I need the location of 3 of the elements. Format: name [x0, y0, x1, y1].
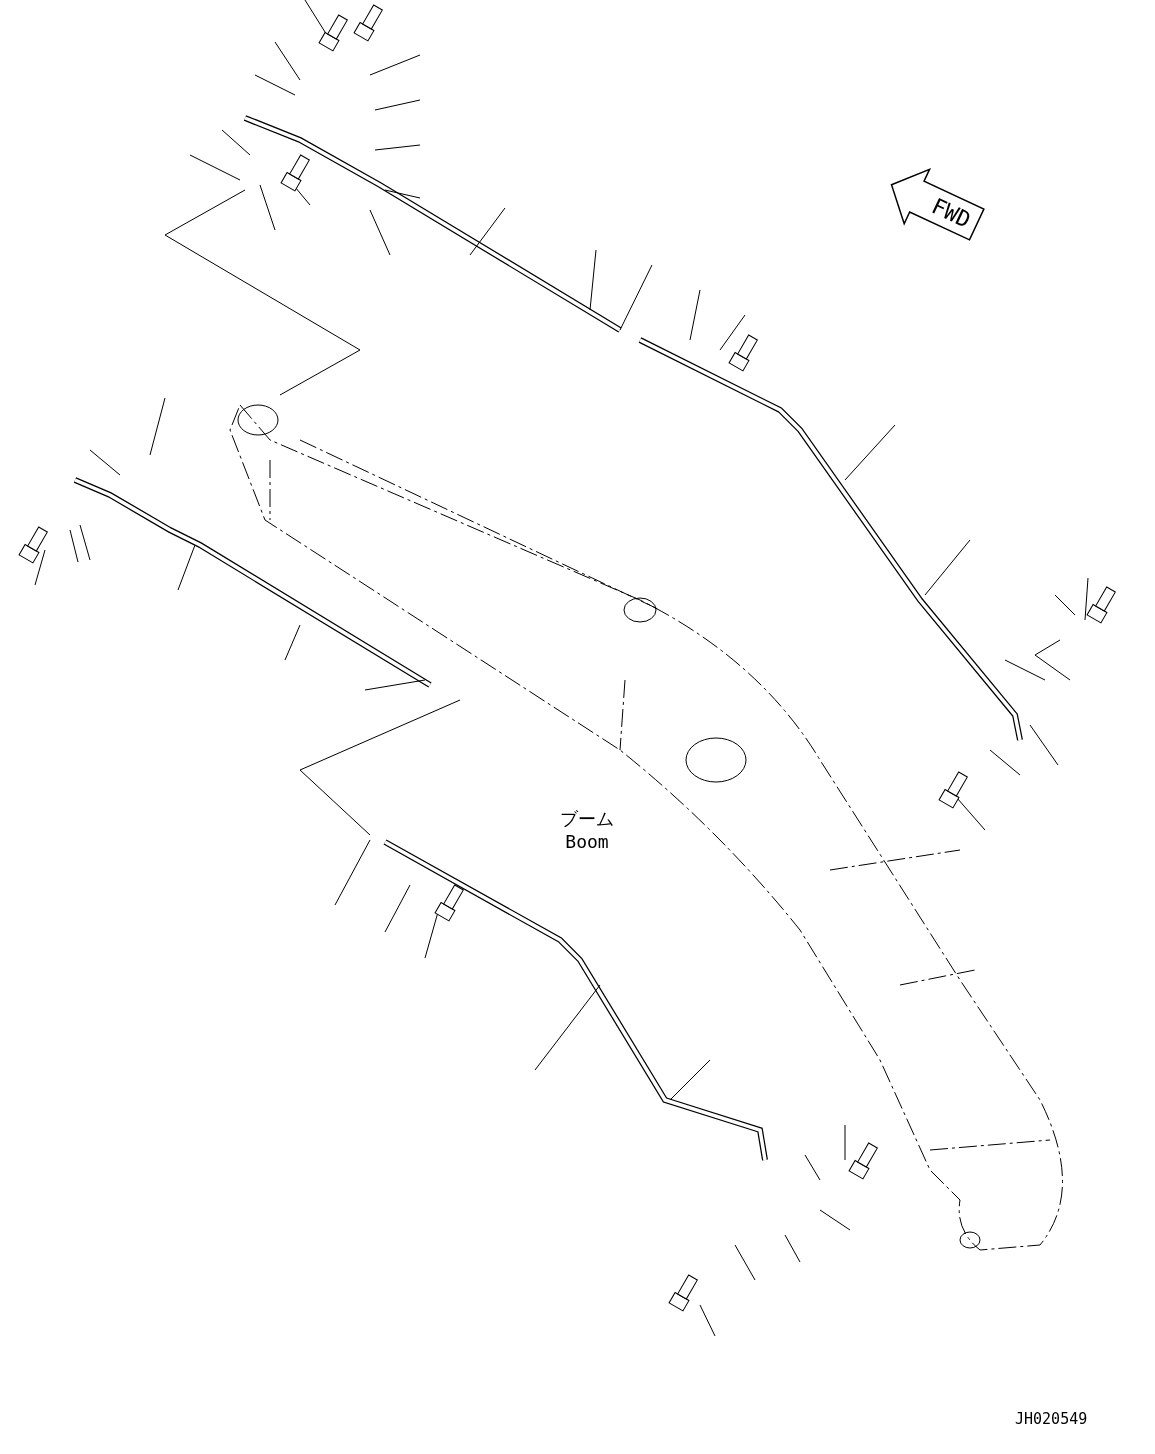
- drawing-number: JH020549: [1015, 1409, 1088, 1430]
- part-label: Boom: [565, 830, 609, 853]
- part-label: ブーム: [560, 808, 614, 831]
